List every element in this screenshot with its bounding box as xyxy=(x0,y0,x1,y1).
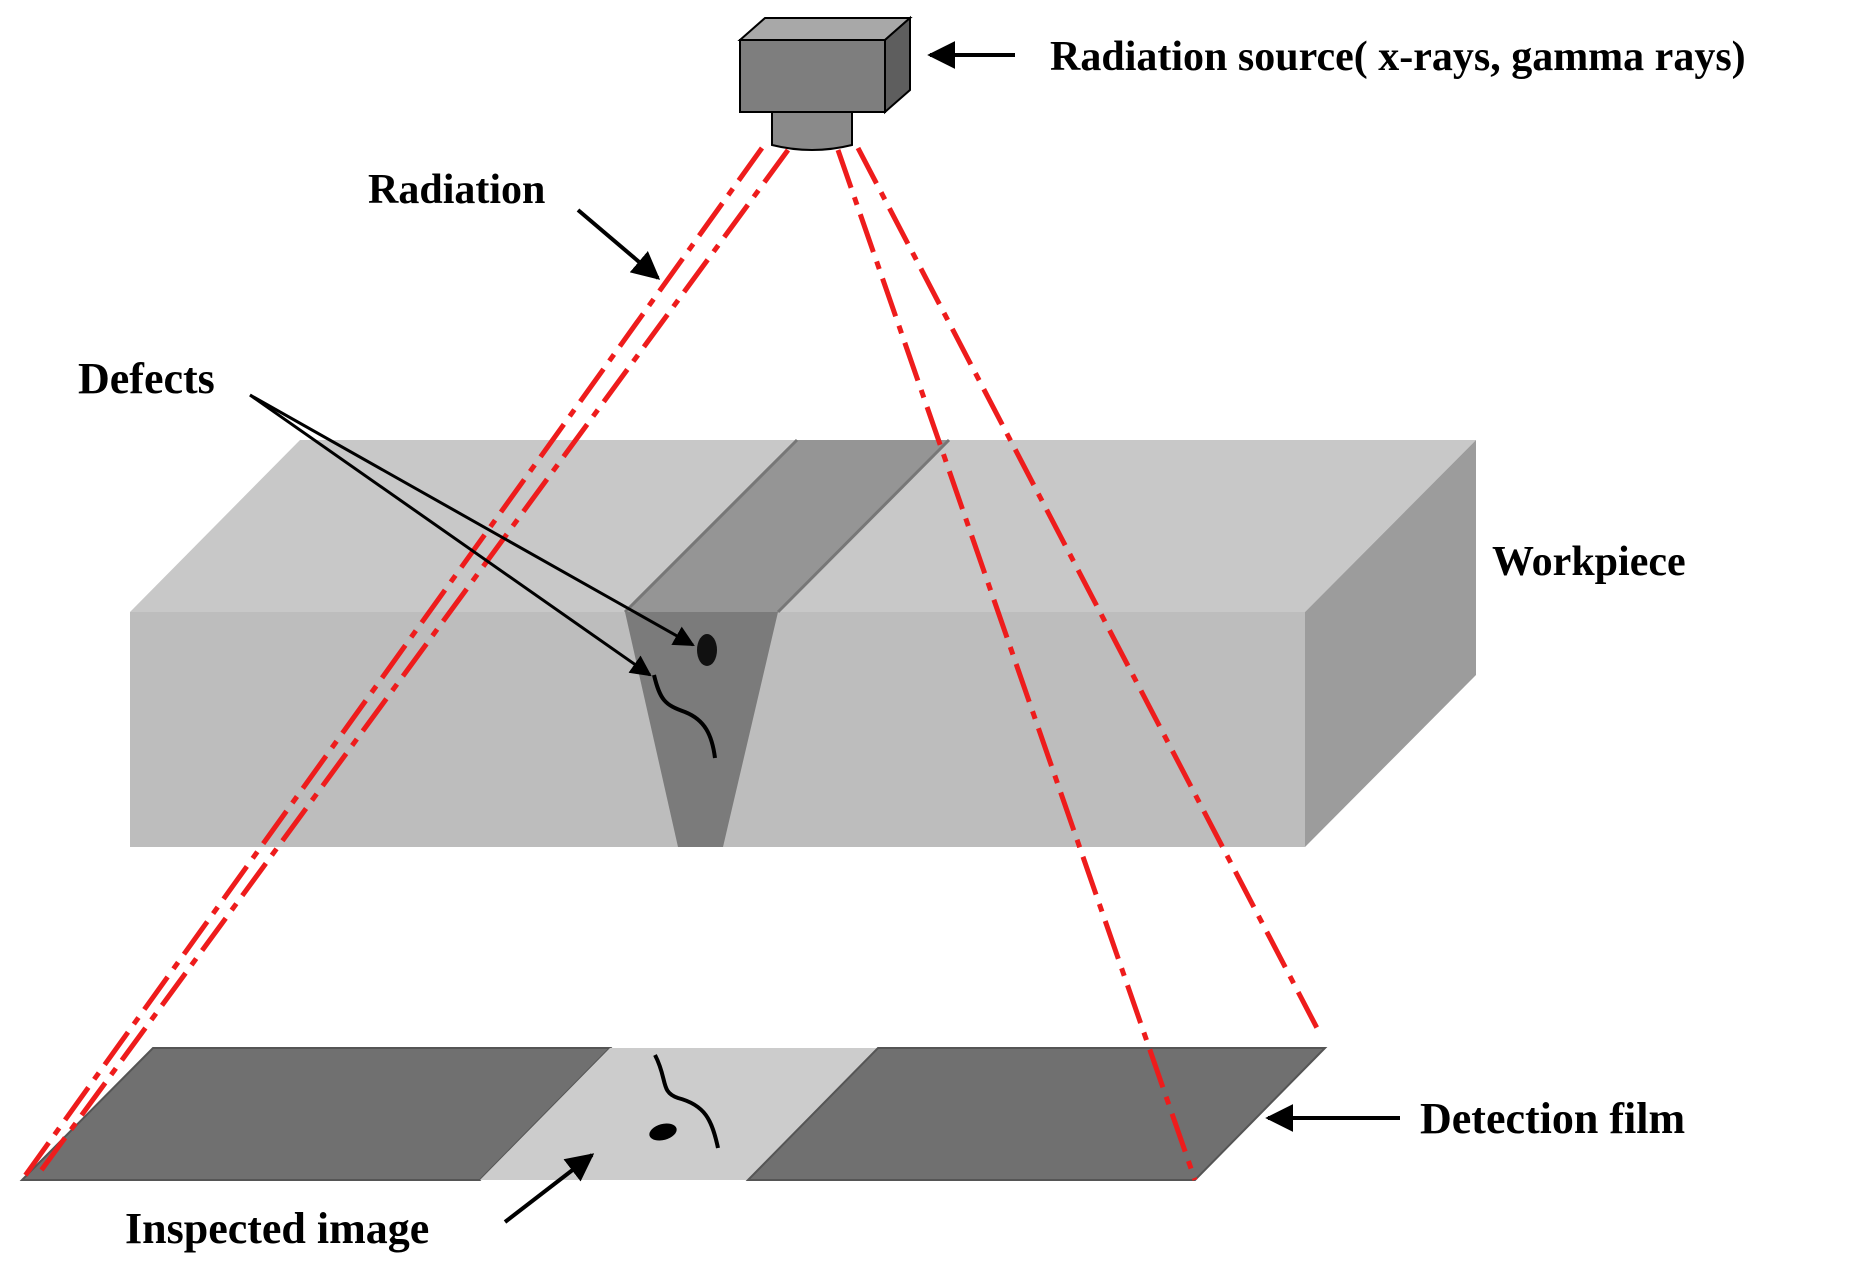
beam-left-inner xyxy=(37,148,791,1174)
film-center-light xyxy=(480,1048,878,1180)
beam-right-inner xyxy=(835,149,1198,1181)
defects-arrow-pore xyxy=(249,393,695,647)
weld-top xyxy=(625,440,949,612)
crack-defect xyxy=(652,674,717,759)
image-pore xyxy=(649,1123,677,1141)
weld-top-edge-right xyxy=(776,438,951,614)
workpiece-label: Workpiece xyxy=(1492,539,1686,585)
beam-left-outer xyxy=(19,146,765,1182)
radiation-label: Radiation xyxy=(368,167,545,213)
image-label: Inspected image xyxy=(125,1204,429,1253)
beam-right-outer xyxy=(855,146,1321,1032)
defects-arrow-crack xyxy=(249,393,652,677)
weld-groove xyxy=(625,612,778,847)
image-arrow xyxy=(503,1153,595,1224)
image-crack xyxy=(653,1054,720,1149)
source-front-face xyxy=(739,39,886,113)
source-top-face xyxy=(737,17,913,41)
workpiece xyxy=(130,438,1476,847)
annotations: Radiation source( x-rays, gamma rays) Ra… xyxy=(78,34,1746,1253)
weld-top-edge-left xyxy=(623,438,799,614)
radiation-beams xyxy=(19,146,1321,1182)
radiation-source xyxy=(737,15,913,151)
radiation-arrow xyxy=(576,208,661,280)
detection-film xyxy=(19,1047,1328,1181)
source-nozzle xyxy=(771,111,853,151)
film-label: Detection film xyxy=(1420,1094,1685,1143)
defects-label: Defects xyxy=(78,354,215,403)
source-label: Radiation source( x-rays, gamma rays) xyxy=(1050,34,1746,80)
workpiece-side-face xyxy=(1305,440,1476,847)
pore-defect xyxy=(697,634,717,666)
